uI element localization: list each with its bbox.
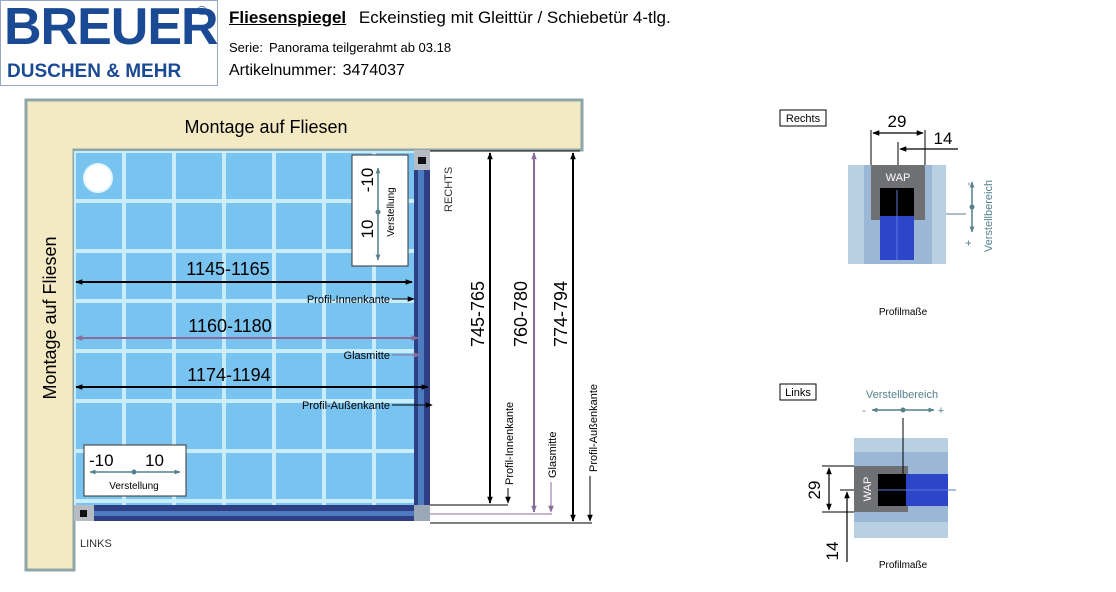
dim-ref-glasmitte-h: Glasmitte: [344, 350, 390, 362]
detail-rechts-tag-box: [779, 109, 827, 127]
links-label: LINKS: [80, 538, 112, 550]
dim-value-glasmitte-h: 1160-1180: [188, 316, 271, 336]
detail-rechts-caption: Profilmaße: [879, 307, 928, 318]
article-number: 3474037: [342, 62, 405, 79]
right-profile-mark: [418, 157, 426, 164]
verstellung-right-label: Verstellung: [386, 187, 397, 236]
verstellung-bottom-dot: [131, 469, 137, 475]
wall-left-label: Montage auf Fliesen: [40, 236, 60, 399]
detail-rechts-range-label: Verstellbereich: [983, 180, 995, 252]
dim-ref-aussenkante-v: Profil-Außenkante: [588, 384, 600, 472]
right-glass-panel: [418, 168, 424, 518]
corner-connector: [414, 505, 430, 521]
series-label: Serie:: [229, 40, 263, 55]
logo-tagline: DUSCHEN & MEHR: [7, 61, 182, 82]
page-subtitle: Eckeinstieg mit Gleittür / Schiebetür 4-…: [358, 8, 671, 27]
detail-rechts-wap: WAP: [886, 172, 911, 184]
breuer-logo: BREUER ® DUSCHEN & MEHR: [0, 0, 219, 86]
verstellung-bottom-a: -10: [89, 451, 114, 470]
dim-value-innenkante-v: 745-765: [468, 281, 488, 347]
detail-rechts-plus: +: [963, 240, 975, 246]
detail-rechts-dim-29-value: 29: [888, 112, 907, 131]
header-title-line: Fliesenspiegel Eckeinstieg mit Gleittür …: [229, 8, 671, 28]
detail-links-minus: -: [862, 405, 866, 417]
dim-value-aussenkante-h: 1174-1194: [187, 365, 270, 385]
detail-links-dim-29-value: 29: [805, 481, 824, 500]
floor-plan: Montage auf Fliesen Montage auf Fliesen …: [24, 98, 600, 572]
logo-wordmark: BREUER: [4, 0, 219, 56]
wall-top-label: Montage auf Fliesen: [184, 117, 347, 137]
series-line: Serie: Panorama teilgerahmt ab 03.18: [229, 40, 451, 55]
dim-ref-aussenkante-h: Profil-Außenkante: [302, 400, 390, 412]
detail-links-tag-box: [779, 383, 817, 401]
series-value: Panorama teilgerahmt ab 03.18: [268, 40, 452, 55]
detail-links-tag: Links: [785, 387, 811, 399]
detail-links: Links Verstellbereich - + WAP 29 14 Prof…: [779, 383, 956, 571]
dim-ref-innenkante-v: Profil-Innenkante: [504, 402, 516, 485]
detail-rechts-minus: -: [963, 182, 975, 186]
verstellung-right-a: 10: [358, 220, 377, 239]
detail-rechts-tag: Rechts: [786, 113, 821, 125]
detail-links-range-dot: [900, 407, 906, 413]
detail-rechts-dim-14-value: 14: [934, 129, 953, 148]
page-title: Fliesenspiegel: [229, 8, 347, 27]
verstellung-bottom-label: Verstellung: [109, 481, 158, 492]
dim-value-glasmitte-v: 760-780: [511, 281, 531, 347]
bottom-glass-panel: [94, 511, 414, 516]
dim-value-innenkante-h: 1145-1165: [186, 259, 269, 279]
logo-registered-mark: ®: [197, 3, 207, 18]
bottom-profile-mark: [80, 510, 87, 517]
dim-value-aussenkante-v: 774-794: [551, 281, 571, 347]
verstellung-right-b: -10: [358, 168, 377, 193]
dim-ref-glasmitte-v: Glasmitte: [547, 432, 559, 478]
mounting-wall: [24, 98, 584, 572]
detail-links-wap: WAP: [862, 477, 874, 502]
verstellung-bottom-b: 10: [145, 451, 164, 470]
drain-icon: [83, 163, 113, 193]
article-line: Artikelnummer: 3474037: [229, 62, 405, 80]
dim-ref-innenkante-h: Profil-Innenkante: [307, 294, 390, 306]
detail-links-plus: +: [938, 405, 944, 417]
detail-rechts-range-dot: [969, 204, 975, 210]
detail-links-range-label: Verstellbereich: [866, 389, 938, 401]
rechts-label: RECHTS: [443, 167, 455, 212]
article-label: Artikelnummer:: [229, 62, 337, 79]
detail-links-dim-14-value: 14: [823, 542, 842, 561]
verstellung-right-dot: [375, 209, 381, 215]
detail-rechts: Rechts WAP 29 14 - + Verstellbereich Pro…: [779, 109, 995, 318]
detail-links-caption: Profilmaße: [879, 560, 928, 571]
